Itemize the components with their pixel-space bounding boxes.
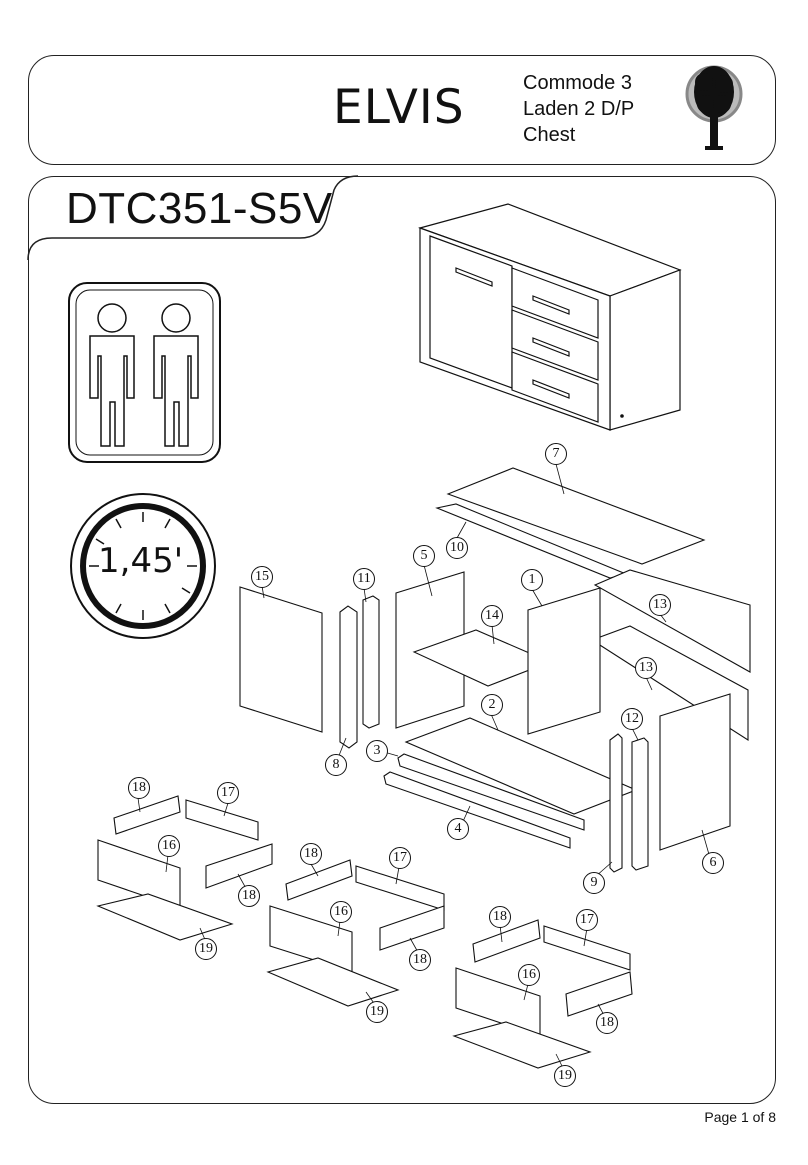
part-callout-18: 18 [409, 949, 431, 971]
part-callout-9: 9 [583, 872, 605, 894]
main-frame [28, 176, 776, 1104]
part-callout-18: 18 [128, 777, 150, 799]
part-callout-18: 18 [238, 885, 260, 907]
part-callout-6: 6 [702, 852, 724, 874]
description-line-1: Commode 3 [523, 72, 632, 94]
part-callout-5: 5 [413, 545, 435, 567]
page-number: Page 1 of 8 [704, 1109, 776, 1125]
model-code: DTC351-S5V [66, 184, 333, 233]
part-callout-10: 10 [446, 537, 468, 559]
part-callout-8: 8 [325, 754, 347, 776]
part-callout-7: 7 [545, 443, 567, 465]
product-name: ELVIS [333, 80, 465, 135]
part-callout-12: 12 [621, 708, 643, 730]
tree-logo-icon [685, 65, 743, 150]
part-callout-19: 19 [195, 938, 217, 960]
part-callout-16: 16 [518, 964, 540, 986]
part-callout-3: 3 [366, 740, 388, 762]
part-callout-19: 19 [366, 1001, 388, 1023]
part-callout-18: 18 [596, 1012, 618, 1034]
part-callout-14: 14 [481, 605, 503, 627]
part-callout-15: 15 [251, 566, 273, 588]
part-callout-17: 17 [217, 782, 239, 804]
clock-icon [70, 493, 216, 639]
part-callout-17: 17 [576, 909, 598, 931]
assembled-chest-drawing [418, 203, 682, 431]
part-callout-19: 19 [554, 1065, 576, 1087]
description-line-3: Chest [523, 124, 576, 146]
part-callout-16: 16 [158, 835, 180, 857]
drawer-parts-drawing [96, 795, 633, 1069]
part-callout-16: 16 [330, 901, 352, 923]
part-callout-11: 11 [353, 568, 375, 590]
part-callout-1: 1 [521, 569, 543, 591]
part-callout-13-lower: 13 [635, 657, 657, 679]
exploded-parts-drawing [239, 467, 751, 873]
part-callout-4: 4 [447, 818, 469, 840]
part-callout-13-upper: 13 [649, 594, 671, 616]
part-callout-17: 17 [389, 847, 411, 869]
two-persons-icon [68, 282, 221, 463]
header-frame [28, 55, 776, 165]
part-callout-18: 18 [300, 843, 322, 865]
description-line-2: Laden 2 D/P [523, 98, 635, 120]
part-callout-2: 2 [481, 694, 503, 716]
part-callout-18: 18 [489, 906, 511, 928]
assembly-time: 1,45' [98, 541, 184, 581]
